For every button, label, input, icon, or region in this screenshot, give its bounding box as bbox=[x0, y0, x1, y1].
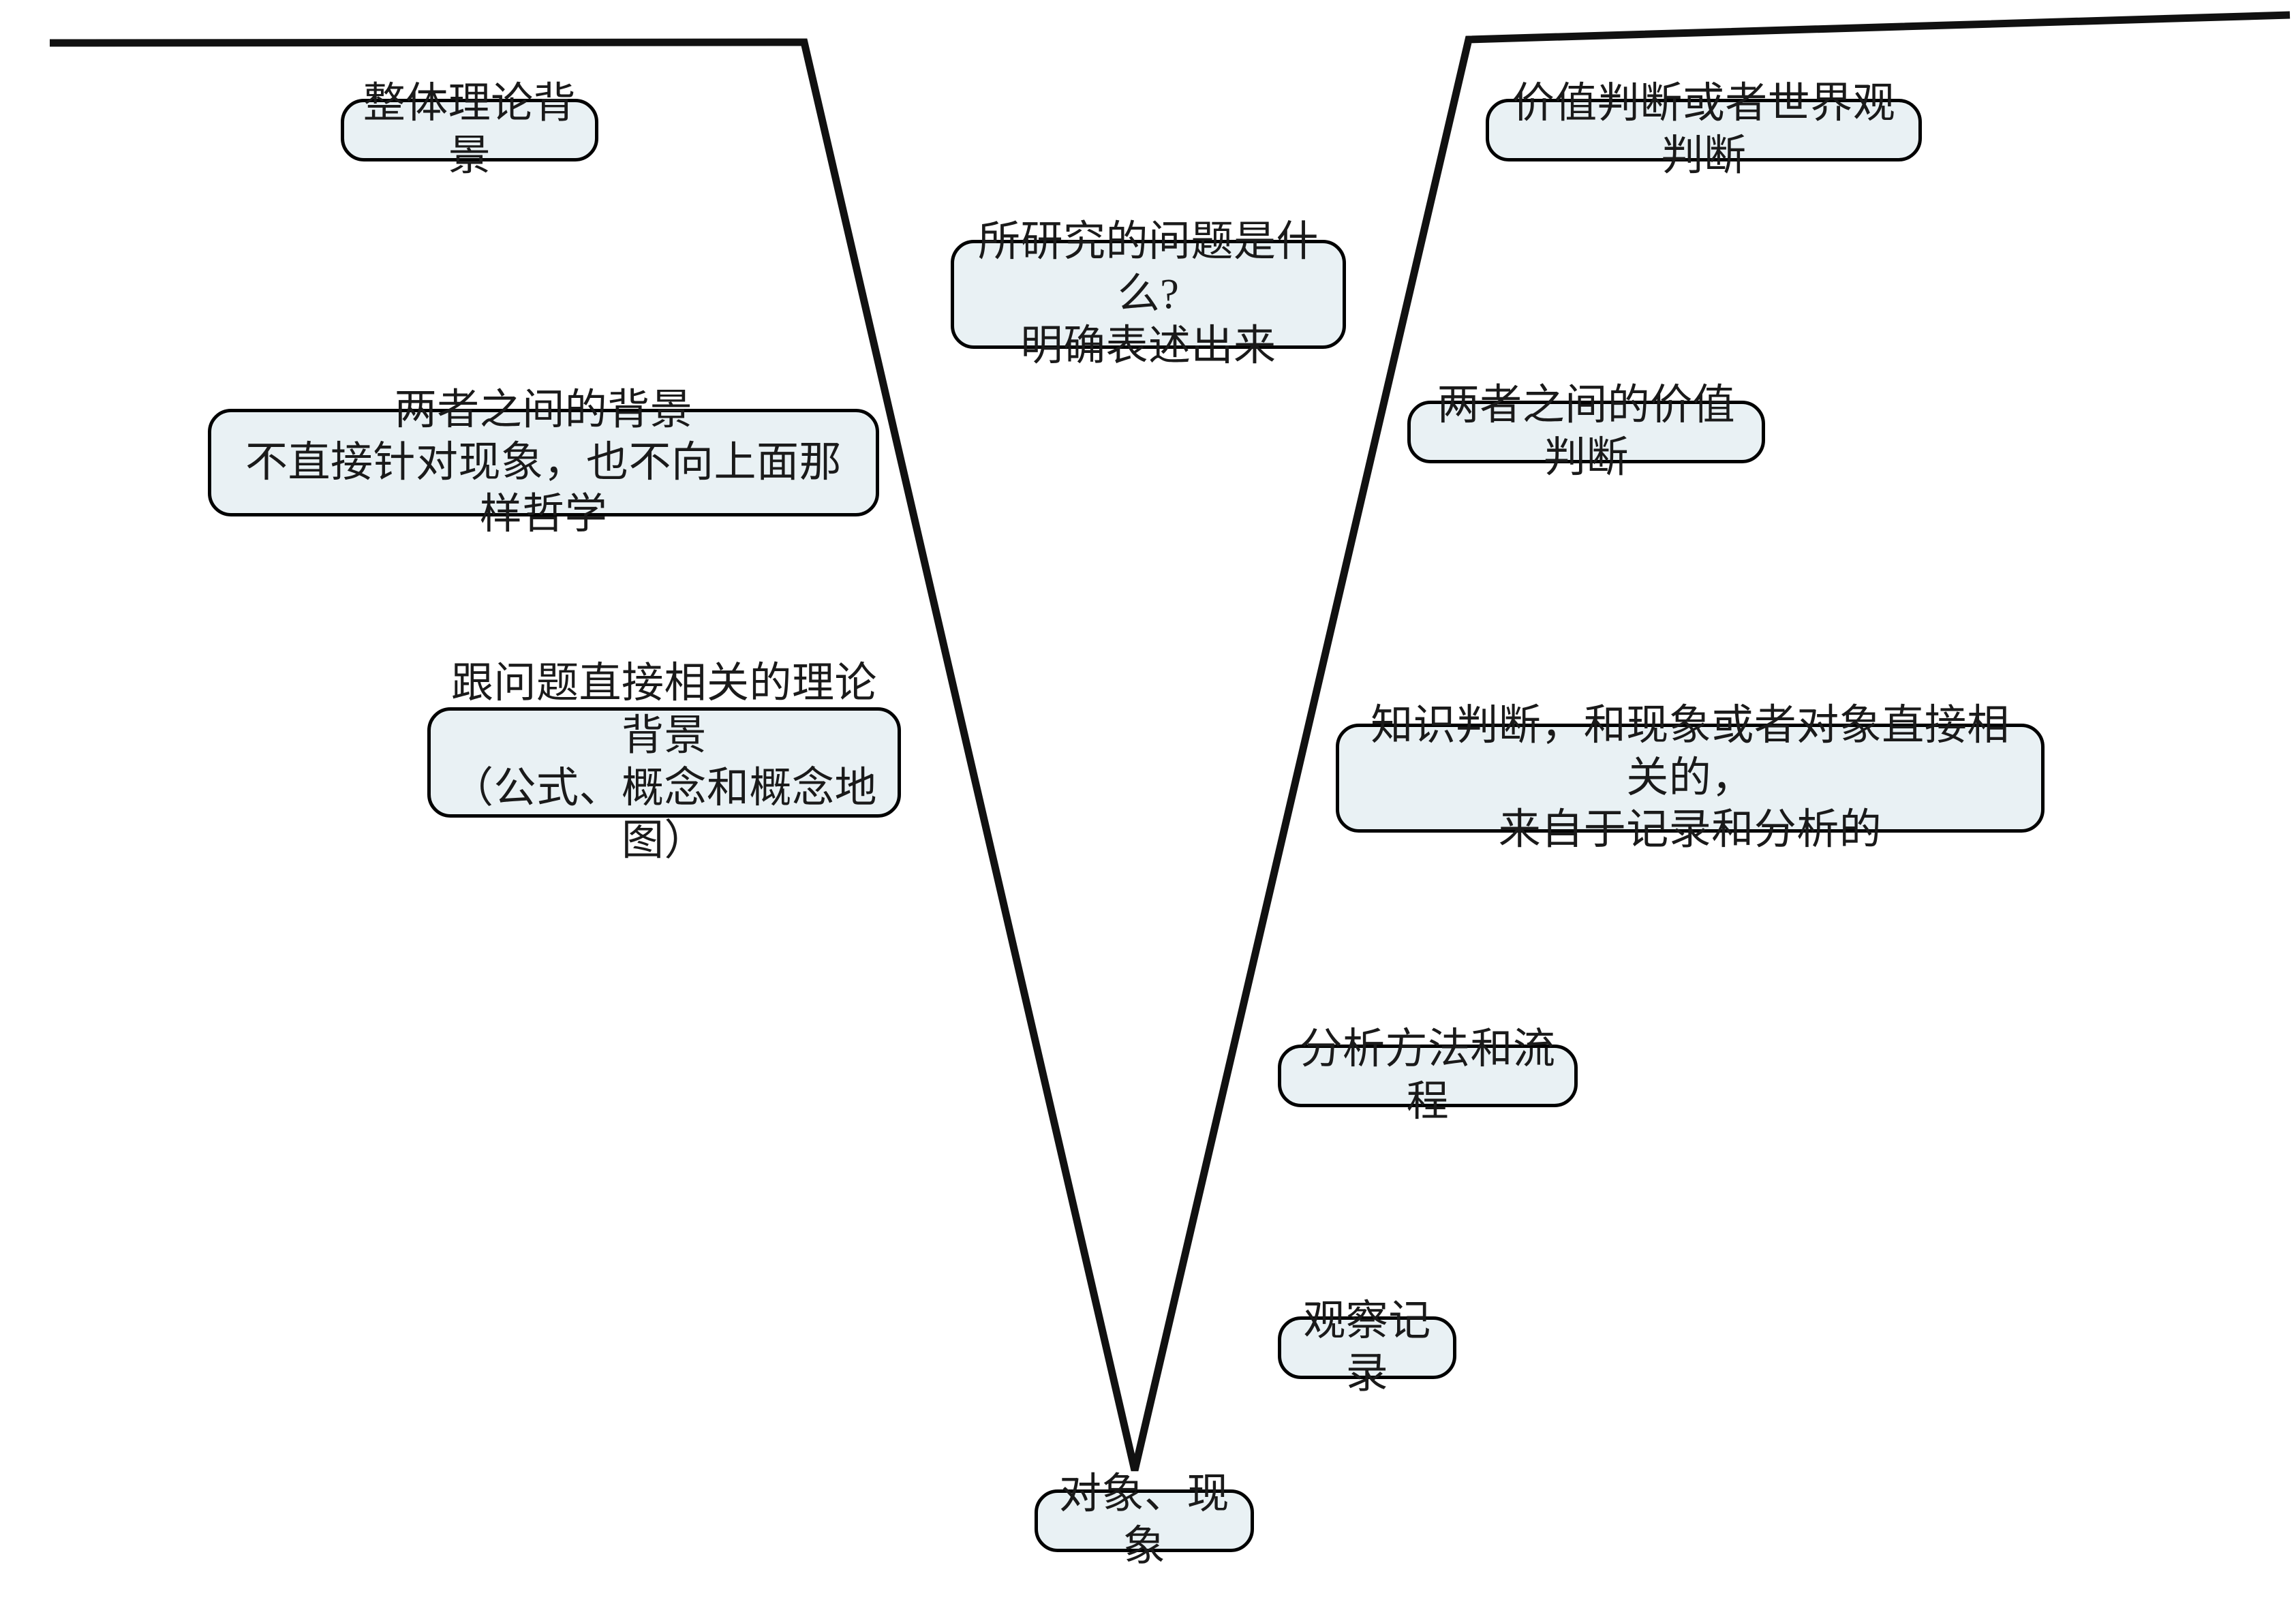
node-object-phenomenon[interactable]: 对象、现象 bbox=[1035, 1471, 1254, 1570]
node-intermediate-background[interactable]: 两者之间的背景 不直接针对现象，也不向上面那样哲学 bbox=[208, 387, 879, 538]
node-analysis-method-and-process[interactable]: 分析方法和流程 bbox=[1278, 1026, 1578, 1125]
node-overall-theory-background[interactable]: 整体理论背景 bbox=[341, 80, 598, 179]
node-value-or-worldview-judgment[interactable]: 价值判断或者世界观判断 bbox=[1486, 80, 1922, 179]
node-question-related-theory[interactable]: 跟问题直接相关的理论背景 （公式、概念和概念地图） bbox=[427, 660, 901, 864]
node-intermediate-value-judgment[interactable]: 两者之间的价值判断 bbox=[1407, 382, 1765, 481]
node-observation-record[interactable]: 观察记录 bbox=[1278, 1298, 1456, 1397]
node-knowledge-judgment[interactable]: 知识判断，和现象或者对象直接相关的， 来自于记录和分析的 bbox=[1336, 702, 2045, 853]
vee-polyline bbox=[49, 11, 2291, 1472]
node-research-question[interactable]: 所研究的问题是什么? 明确表述出来 bbox=[951, 219, 1346, 369]
